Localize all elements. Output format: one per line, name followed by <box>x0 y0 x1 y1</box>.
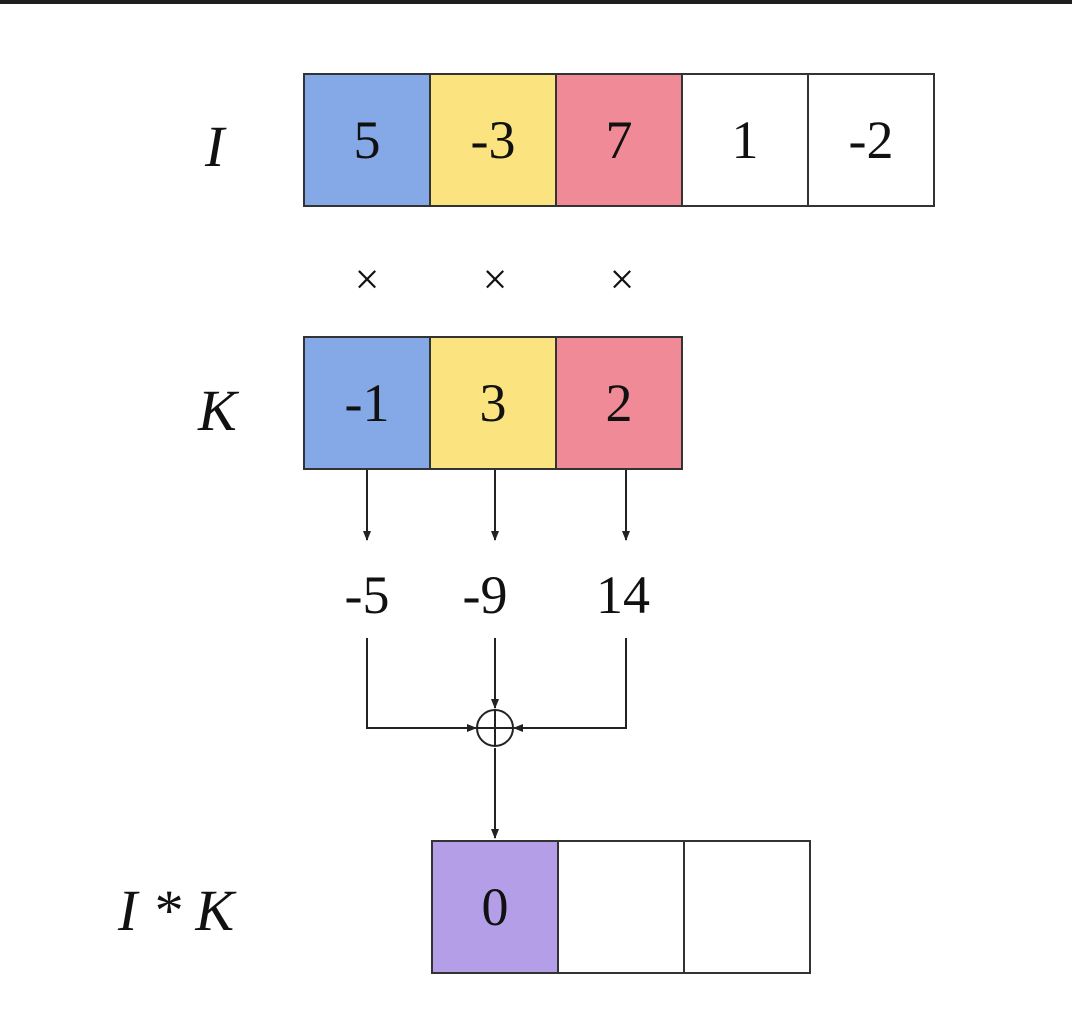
multiply-symbol: × <box>482 255 508 304</box>
input-cell: -3 <box>429 73 557 207</box>
input-label: I <box>205 114 225 179</box>
input-cell: -2 <box>807 73 935 207</box>
kernel-cell: 3 <box>429 336 557 470</box>
kernel-cell: 2 <box>555 336 683 470</box>
kernel-array: -1 3 2 <box>303 336 683 470</box>
input-cell: 5 <box>303 73 431 207</box>
kernel-label: K <box>198 378 237 443</box>
output-cell: 0 <box>431 840 559 974</box>
product-value: 14 <box>596 565 650 625</box>
kernel-cell: -1 <box>303 336 431 470</box>
output-cell <box>683 840 811 974</box>
arrow-product-to-sum <box>366 638 477 732</box>
multiply-symbol: × <box>354 255 380 304</box>
top-border <box>0 0 1072 4</box>
multiply-symbol: × <box>609 255 635 304</box>
sum-node-icon <box>476 709 514 747</box>
product-value: -5 <box>344 565 390 625</box>
arrow-product-to-sum <box>513 638 627 732</box>
output-label: I * K <box>118 878 234 943</box>
product-value: -9 <box>462 565 508 625</box>
output-array: 0 <box>431 840 811 974</box>
input-array: 5 -3 7 1 -2 <box>303 73 935 207</box>
